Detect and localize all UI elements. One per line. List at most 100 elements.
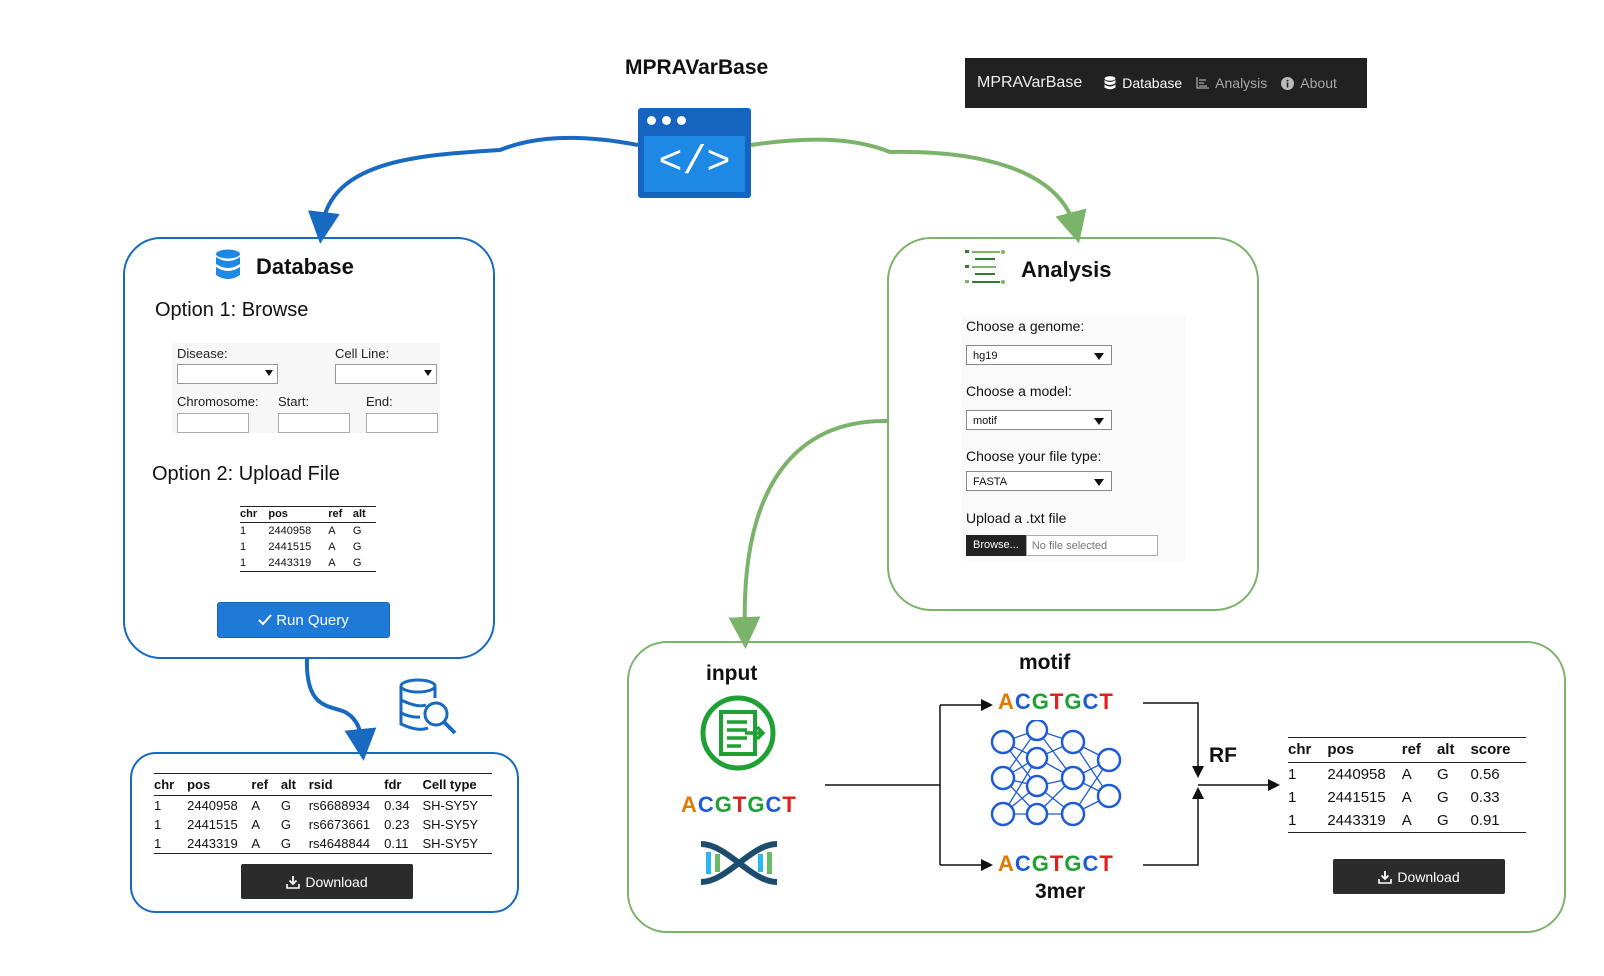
table-cell: A bbox=[251, 817, 261, 832]
chromosome-input[interactable] bbox=[177, 413, 249, 433]
database-icon bbox=[216, 249, 240, 279]
table-cell: G bbox=[280, 817, 291, 832]
table-row: 1 2440958 A G bbox=[240, 523, 376, 540]
table-cell: A bbox=[1401, 766, 1412, 783]
model-value: motif bbox=[973, 415, 997, 427]
col-pos: pos bbox=[187, 773, 252, 796]
table-cell: G bbox=[1436, 789, 1449, 806]
model-select[interactable]: motif bbox=[966, 410, 1112, 430]
table-cell: 2443319 bbox=[1327, 809, 1402, 833]
genome-select[interactable]: hg19 bbox=[966, 345, 1112, 365]
table-cell: G bbox=[280, 798, 291, 813]
browser-code-icon: </> bbox=[638, 108, 751, 198]
cell-line-label: Cell Line: bbox=[335, 346, 390, 361]
app-title: MPRAVarBase bbox=[625, 56, 769, 79]
nav-analysis[interactable]: Analysis bbox=[1196, 75, 1267, 91]
col-pos: pos bbox=[268, 506, 329, 523]
filetype-select[interactable]: FASTA bbox=[966, 471, 1112, 491]
nav-database[interactable]: Database bbox=[1104, 75, 1182, 91]
table-cell: 0.33 bbox=[1470, 789, 1500, 806]
start-input[interactable] bbox=[278, 413, 350, 433]
chart-icon bbox=[1196, 77, 1210, 89]
check-icon bbox=[258, 614, 272, 626]
table-cell: SH-SY5Y bbox=[422, 817, 479, 832]
table-cell: 0.11 bbox=[384, 834, 423, 854]
table-cell: 1 bbox=[154, 798, 162, 813]
file-input[interactable]: Browse... No file selected bbox=[966, 535, 1158, 556]
filetype-value: FASTA bbox=[973, 476, 1008, 488]
analysis-title: Analysis bbox=[1021, 257, 1112, 282]
table-cell: SH-SY5Y bbox=[422, 834, 492, 854]
col-pos: pos bbox=[1327, 737, 1402, 763]
table-cell: 1 bbox=[240, 525, 247, 537]
chromosome-label: Chromosome: bbox=[177, 394, 259, 409]
pipeline-panel bbox=[627, 641, 1566, 933]
run-query-label: Run Query bbox=[276, 611, 349, 629]
download-icon bbox=[286, 875, 301, 889]
start-label: Start: bbox=[278, 394, 310, 409]
table-cell: 1 bbox=[1288, 809, 1328, 833]
info-icon bbox=[1281, 76, 1295, 90]
browse-button[interactable]: Browse... bbox=[966, 535, 1026, 556]
table-cell: 1 bbox=[240, 555, 269, 572]
kmer-label: 3mer bbox=[1035, 880, 1086, 903]
filetype-label: Choose your file type: bbox=[966, 448, 1102, 464]
table-cell: 1 bbox=[1288, 789, 1297, 806]
table-cell: A bbox=[328, 555, 353, 572]
table-cell: rs4648844 bbox=[308, 834, 385, 854]
table-cell: 2443319 bbox=[268, 555, 329, 572]
table-cell: 2443319 bbox=[187, 834, 252, 854]
table-cell: rs6673661 bbox=[308, 817, 371, 832]
neural-network-icon bbox=[990, 720, 1122, 827]
table-cell: 2440958 bbox=[268, 525, 312, 537]
table-cell: A bbox=[1401, 809, 1437, 833]
run-query-button[interactable]: Run Query bbox=[217, 602, 390, 638]
table-cell: 0.23 bbox=[384, 817, 410, 832]
col-ref: ref bbox=[1401, 737, 1437, 763]
model-label: Choose a model: bbox=[966, 383, 1072, 399]
arrow-to-database bbox=[308, 135, 639, 244]
analysis-download-button[interactable]: Download bbox=[1333, 859, 1505, 894]
code-glyph: </> bbox=[658, 141, 731, 186]
col-alt: alt bbox=[352, 506, 376, 523]
arrow-to-output bbox=[304, 656, 377, 761]
table-cell: 1 bbox=[1288, 766, 1297, 783]
end-input[interactable] bbox=[366, 413, 438, 433]
table-cell: A bbox=[328, 525, 336, 537]
database-title: Database bbox=[256, 254, 354, 279]
analysis-download-label: Download bbox=[1397, 868, 1460, 885]
table-cell: G bbox=[352, 525, 362, 537]
option-browse-label: Option 1: Browse bbox=[155, 299, 309, 321]
col-cell-type: Cell type bbox=[422, 773, 492, 796]
database-download-button[interactable]: Download bbox=[241, 864, 413, 899]
end-label: End: bbox=[366, 394, 393, 409]
navbar: MPRAVarBase Database Analysis About bbox=[965, 58, 1367, 108]
col-chr: chr bbox=[154, 773, 188, 796]
col-rsid: rsid bbox=[308, 773, 385, 796]
nav-analysis-label: Analysis bbox=[1215, 75, 1268, 91]
table-cell: G bbox=[352, 541, 362, 553]
input-label: input bbox=[706, 662, 758, 685]
input-sequence: ACGTGCT bbox=[681, 792, 797, 817]
genome-label: Choose a genome: bbox=[966, 318, 1085, 334]
table-cell: A bbox=[328, 541, 336, 553]
database-search-icon bbox=[399, 678, 457, 735]
cell-line-select[interactable] bbox=[335, 364, 437, 384]
input-file-icon bbox=[700, 695, 776, 771]
rf-label: RF bbox=[1209, 744, 1237, 767]
disease-select[interactable] bbox=[177, 364, 278, 384]
navbar-brand[interactable]: MPRAVarBase bbox=[977, 74, 1083, 91]
table-cell: 1 bbox=[240, 541, 247, 553]
database-panel bbox=[123, 237, 495, 659]
table-cell: G bbox=[1436, 766, 1449, 783]
col-score: score bbox=[1470, 737, 1527, 763]
col-chr: chr bbox=[240, 506, 269, 523]
col-alt: alt bbox=[280, 773, 309, 796]
nav-about[interactable]: About bbox=[1281, 75, 1337, 91]
table-cell: A bbox=[251, 798, 261, 813]
